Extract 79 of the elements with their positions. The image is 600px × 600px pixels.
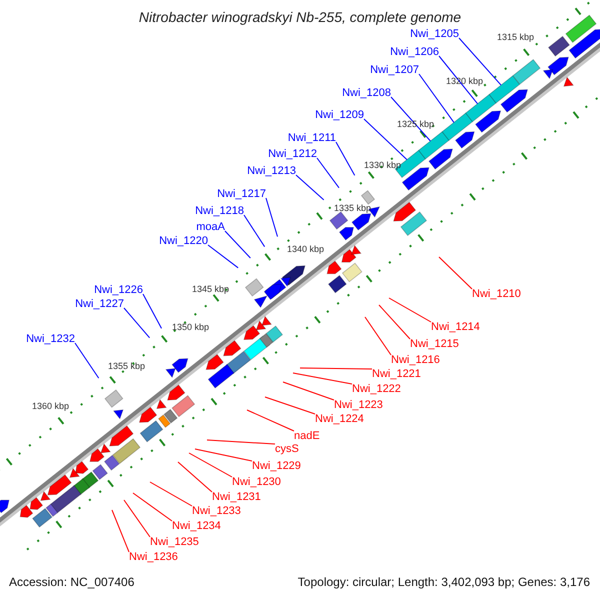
leader-line xyxy=(390,96,431,142)
scale-label: 1355 kbp xyxy=(108,362,146,371)
gene-label: Nwi_1230 xyxy=(232,477,281,488)
gene-label: Nwi_1208 xyxy=(342,88,391,99)
gene-label: Nwi_1233 xyxy=(192,506,241,517)
scale-label: 1350 kbp xyxy=(172,323,210,332)
gene-label: Nwi_1215 xyxy=(410,339,459,350)
leader-line xyxy=(74,342,100,379)
gene-label: Nwi_1224 xyxy=(315,414,364,425)
feature-box xyxy=(418,131,450,160)
leader-line xyxy=(132,492,172,522)
leader-line xyxy=(266,198,278,238)
scale-label: 1345 kbp xyxy=(192,285,230,294)
leader-line xyxy=(208,244,239,268)
feature-box xyxy=(488,75,520,104)
leader-line xyxy=(188,452,232,478)
feature-box xyxy=(465,94,497,122)
leader-line xyxy=(224,230,251,258)
gene-label: Nwi_1229 xyxy=(252,461,301,472)
genome-info-text: Topology: circular; Length: 3,402,093 bp; Genes: 3,176 xyxy=(298,576,590,588)
gene-label: nadE xyxy=(294,431,320,442)
leader-line xyxy=(364,118,408,160)
leader-line xyxy=(246,410,294,432)
gene-label: Nwi_1213 xyxy=(247,166,296,177)
gene-label: Nwi_1211 xyxy=(288,133,336,144)
scale-label: 1315 kbp xyxy=(497,33,534,42)
leader-line xyxy=(364,316,392,356)
leader-line xyxy=(112,510,130,552)
scale-label: 1330 kbp xyxy=(364,161,402,170)
leader-line xyxy=(194,448,252,462)
gene-label: Nwi_1205 xyxy=(410,29,459,40)
scale-label: 1360 kbp xyxy=(32,402,70,411)
leader-line xyxy=(296,174,324,200)
scale-label: 1340 kbp xyxy=(287,245,324,254)
leader-line xyxy=(124,308,150,338)
leader-line xyxy=(150,482,192,506)
gene-label: cysS xyxy=(275,444,299,455)
gene-label: moaA xyxy=(196,222,225,233)
gene-label: Nwi_1216 xyxy=(391,355,440,366)
leader-line xyxy=(316,158,340,188)
leader-line xyxy=(264,396,316,414)
gene-label: Nwi_1226 xyxy=(94,285,143,296)
feature-box xyxy=(442,112,474,141)
accession-text: Accession: NC_007406 xyxy=(9,576,134,588)
leader-line xyxy=(142,294,162,329)
gene-label: Nwi_1207 xyxy=(370,65,419,76)
gene-label: Nwi_1234 xyxy=(172,521,221,532)
gene-label: Nwi_1232 xyxy=(26,334,75,345)
gene-label: Nwi_1222 xyxy=(352,384,401,395)
leader-line xyxy=(124,500,150,538)
gene-label: Nwi_1218 xyxy=(195,206,244,217)
leader-line xyxy=(438,56,478,104)
gene-label: Nwi_1221 xyxy=(372,369,421,380)
gene-label: Nwi_1217 xyxy=(217,189,266,200)
leader-line xyxy=(418,74,454,123)
title: Nitrobacter winogradskyi Nb-255, complete genome xyxy=(138,10,462,24)
leader-line xyxy=(292,372,352,384)
gene-label: Nwi_1220 xyxy=(159,236,208,247)
gene-label: Nwi_1235 xyxy=(150,537,199,548)
leader-line xyxy=(458,38,502,86)
leader-line xyxy=(244,214,266,248)
leader-line xyxy=(378,304,410,340)
leader-line xyxy=(300,368,372,370)
gene-label: Nwi_1227 xyxy=(75,299,124,310)
leader-line xyxy=(336,142,356,176)
gene-label: Nwi_1206 xyxy=(390,47,439,58)
leader-line xyxy=(388,298,432,322)
gene-label: Nwi_1212 xyxy=(268,149,317,160)
leader-line xyxy=(282,382,334,400)
gene-label: Nwi_1209 xyxy=(315,110,364,121)
gene-label: Nwi_1236 xyxy=(129,552,178,563)
gene-label: Nwi_1231 xyxy=(212,492,261,503)
leader-line xyxy=(178,462,212,492)
scale-label: 1335 kbp xyxy=(334,204,372,213)
gene-label: Nwi_1223 xyxy=(334,400,383,411)
leader-line xyxy=(206,440,276,444)
gene-label: Nwi_1210 xyxy=(472,289,521,300)
gene-label: Nwi_1214 xyxy=(431,322,480,333)
leader-line xyxy=(438,256,472,290)
